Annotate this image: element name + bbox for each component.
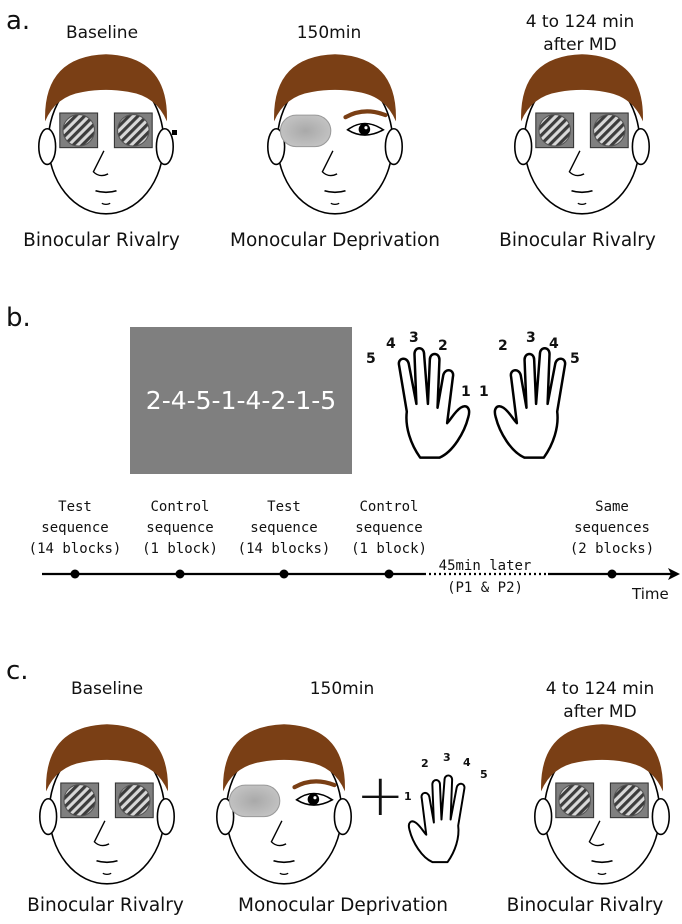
timeline-event-3-label: Test sequence (14 blocks) [234,497,334,560]
panel-c-post-title: 4 to 124 min [525,678,675,700]
hand-c-digit-1: 1 [404,790,412,803]
right-hand-digit-2: 2 [498,338,508,354]
hand-c-icon [405,770,481,866]
panel-a-baseline-title: Baseline [47,22,157,44]
panel-a-md-caption: Monocular Deprivation [220,230,450,251]
event-2-line2: sequence [130,518,230,539]
timeline-point-2 [176,570,185,579]
panel-a-post-title: 4 to 124 min [505,11,655,33]
left-hand-digit-4: 4 [386,336,396,352]
event-2-line3: (1 block) [130,539,230,560]
event-4-line1: Control [339,497,439,518]
timeline-event-4-label: Control sequence (1 block) [339,497,439,560]
right-hand-digit-4: 4 [549,336,559,352]
right-hand-digit-3: 3 [526,330,536,346]
timeline-axis [0,560,682,590]
hand-c-digit-3: 3 [443,751,451,764]
event-1-line2: sequence [25,518,125,539]
face-baseline-rivalry [32,50,180,218]
hand-c-digit-4: 4 [463,756,471,769]
panel-a-duration-title: 150min [274,22,384,44]
left-hand-digit-2: 2 [438,338,448,354]
face-monocular-deprivation [261,50,409,218]
event-1-line1: Test [25,497,125,518]
panel-a-label: a. [6,6,30,36]
right-hand-digit-5: 5 [570,351,580,367]
panel-c-label: c. [6,656,29,686]
panel-c-baseline-caption: Binocular Rivalry [8,895,203,916]
face-c-post-rivalry [528,720,676,888]
timeline-event-2-label: Control sequence (1 block) [130,497,230,560]
panel-c-post-caption: Binocular Rivalry [490,895,680,916]
event-3-line3: (14 blocks) [234,539,334,560]
left-hand-digit-5: 5 [366,351,376,367]
panel-c-baseline-title: Baseline [52,678,162,700]
event-4-line3: (1 block) [339,539,439,560]
plus-sign: + [356,766,405,824]
event-3-line1: Test [234,497,334,518]
left-hand-digit-3: 3 [409,330,419,346]
timeline-point-4 [385,570,394,579]
left-hand-icon [378,340,474,464]
event-2-line1: Control [130,497,230,518]
dot-marker [172,130,177,135]
panel-a-baseline-caption: Binocular Rivalry [4,230,199,251]
face-c-monocular-deprivation [210,720,358,888]
event-4-line2: sequence [339,518,439,539]
face-c-baseline-rivalry [33,720,181,888]
timeline-gap-label: 45min later [430,556,540,577]
event-3-line2: sequence [234,518,334,539]
event-5-line3: (2 blocks) [562,539,662,560]
timeline-point-5 [608,570,617,579]
panel-a-post-caption: Binocular Rivalry [480,230,675,251]
left-hand-digit-1: 1 [461,384,471,400]
timeline-axis-label: Time [632,585,669,603]
hand-c-digit-5: 5 [480,768,488,781]
panel-c-duration-title: 150min [287,678,397,700]
timeline-point-1 [71,570,80,579]
event-5-line2: sequences [562,518,662,539]
timeline-event-5-label: Same sequences (2 blocks) [562,497,662,560]
timeline-event-1-label: Test sequence (14 blocks) [25,497,125,560]
event-1-line3: (14 blocks) [25,539,125,560]
timeline-gap-sub: (P1 & P2) [430,578,540,599]
panel-c-md-caption: Monocular Deprivation [228,895,458,916]
right-hand-digit-1: 1 [479,384,489,400]
timeline-point-3 [280,570,289,579]
hand-c-digit-2: 2 [421,757,429,770]
panel-b-label: b. [6,303,31,333]
sequence-text: 2-4-5-1-4-2-1-5 [146,386,336,415]
face-post-rivalry [508,50,656,218]
sequence-box: 2-4-5-1-4-2-1-5 [130,327,352,474]
event-5-line1: Same [562,497,662,518]
